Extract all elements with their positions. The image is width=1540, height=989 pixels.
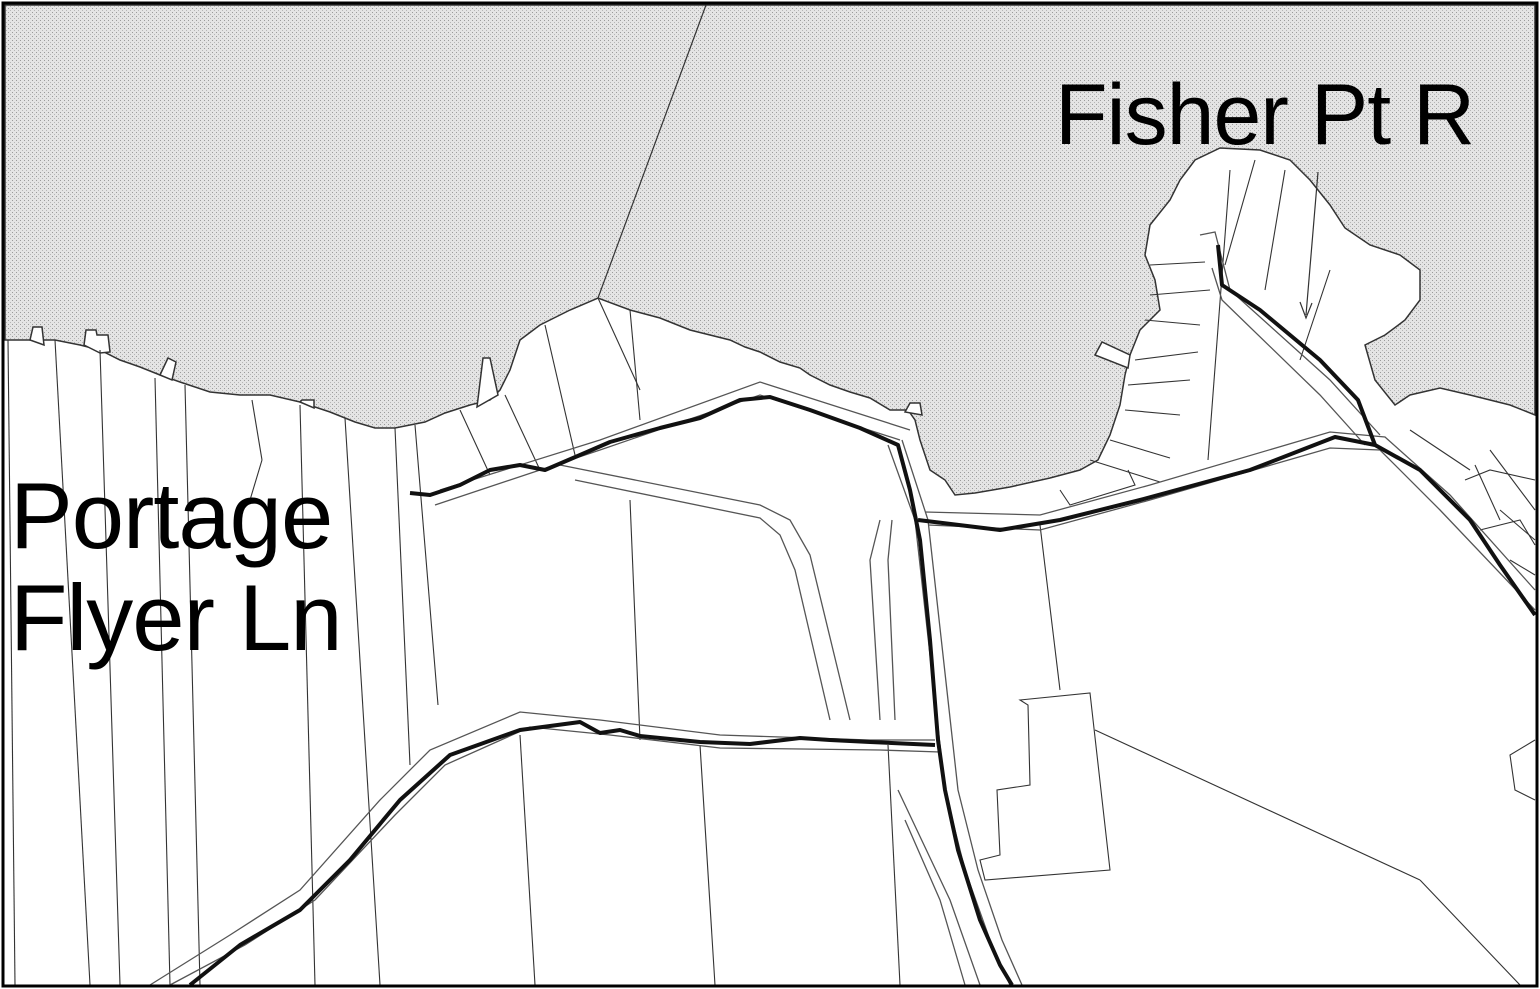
water-body — [4, 4, 1536, 496]
shore-piers — [29, 326, 1131, 416]
road-label-portage-line1: Portage — [10, 463, 333, 568]
survey-line — [597, 4, 707, 299]
arrow-head-icon — [1299, 301, 1313, 320]
survey-line-arrow — [1305, 171, 1319, 316]
road-label-portage-line2: Flyer Ln — [10, 565, 343, 670]
road-label-fisher-pt: Fisher Pt R — [1055, 67, 1475, 163]
highlighted-route — [188, 244, 1537, 987]
parcel-polygons — [979, 469, 1536, 881]
road-label-portage-flyer: Portage Flyer Ln — [10, 463, 343, 670]
